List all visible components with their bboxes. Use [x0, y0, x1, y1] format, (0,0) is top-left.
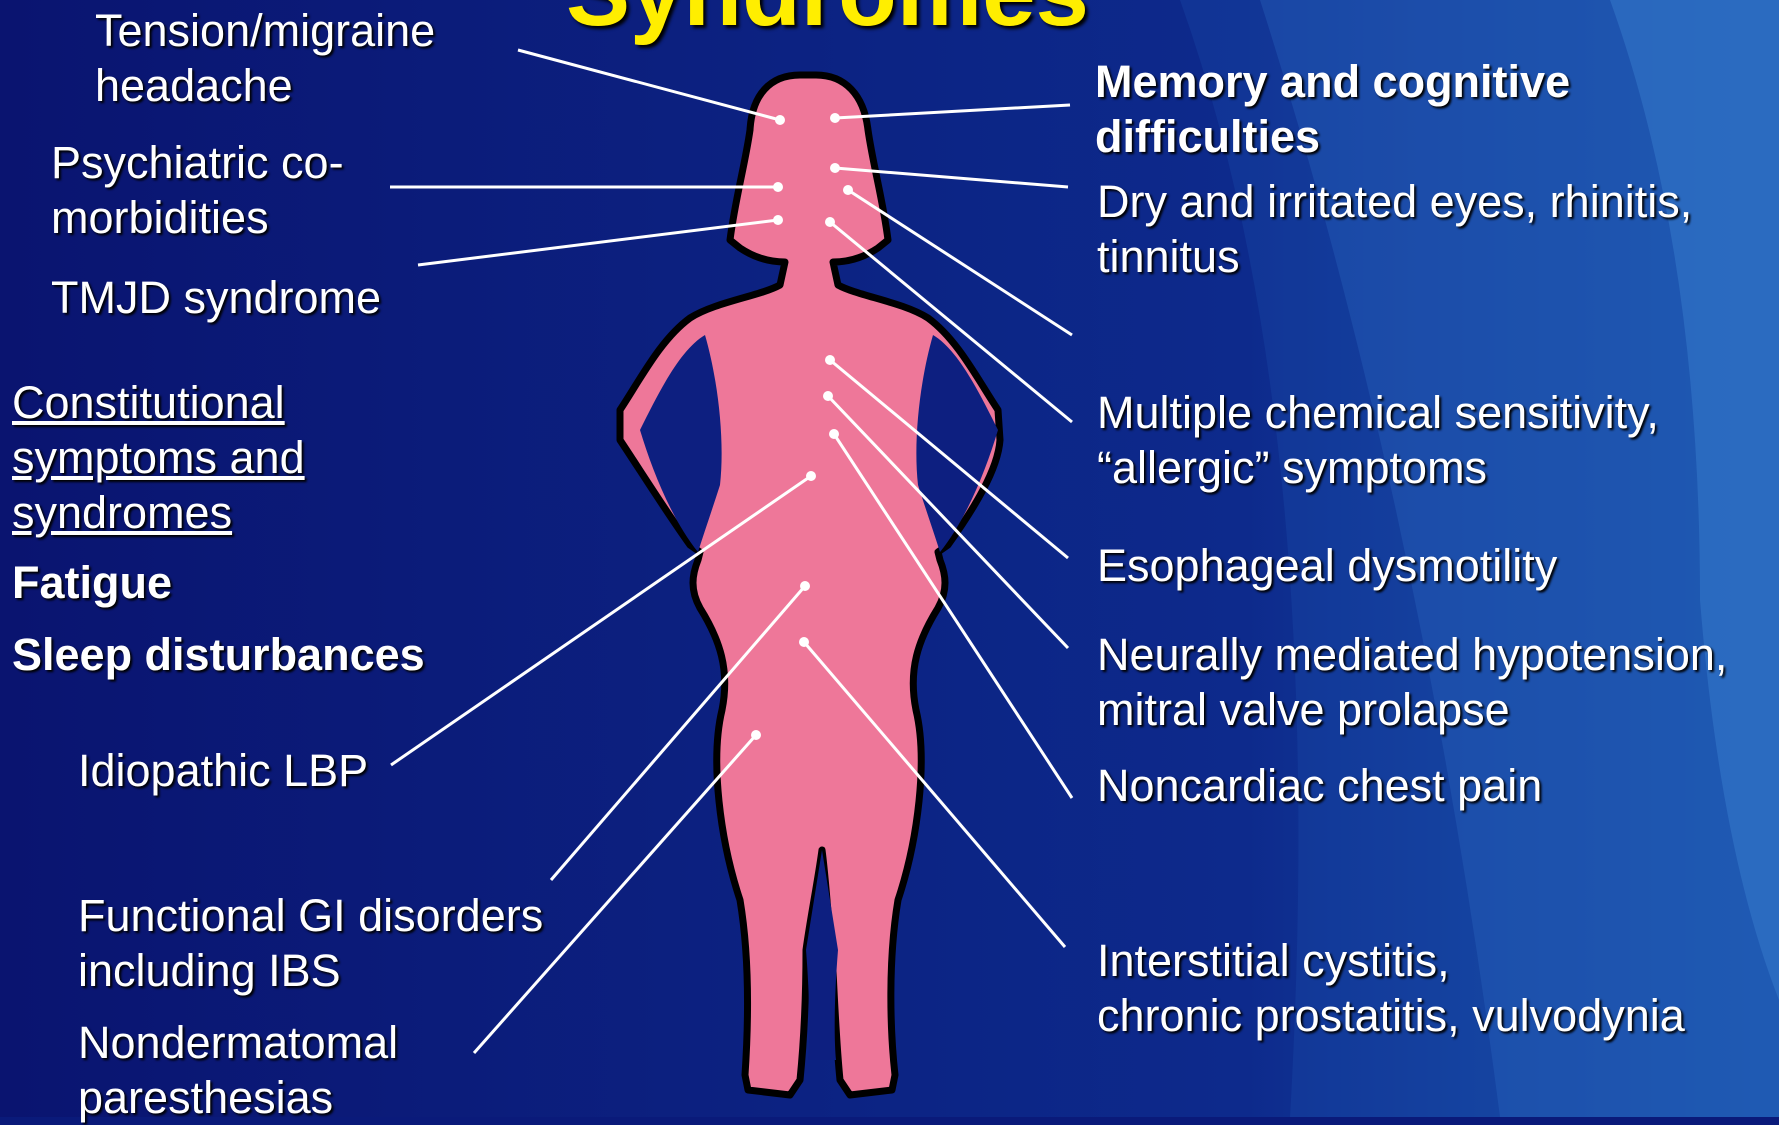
label-line: Dry and irritated eyes, rhinitis, [1097, 174, 1692, 229]
label-line: Idiopathic LBP [78, 743, 368, 798]
label-noncardiac-chest-pain: Noncardiac chest pain [1097, 758, 1542, 813]
label-line: Functional GI disorders [78, 888, 543, 943]
label-memory-cognitive: Memory and cognitive difficulties [1095, 54, 1570, 164]
label-line: Fatigue [12, 555, 172, 610]
label-line: symptoms and [12, 430, 305, 485]
label-line: difficulties [1095, 109, 1570, 164]
label-interstitial-cystitis: Interstitial cystitis, chronic prostatit… [1097, 933, 1685, 1043]
label-line: Multiple chemical sensitivity, [1097, 385, 1659, 440]
female-body-silhouette-icon [620, 75, 1000, 1095]
label-line: Interstitial cystitis, [1097, 933, 1685, 988]
label-line: Neurally mediated hypotension, [1097, 627, 1727, 682]
label-line: Nondermatomal [78, 1015, 398, 1070]
label-dry-eyes-rhinitis: Dry and irritated eyes, rhinitis, tinnit… [1097, 174, 1692, 284]
label-line: chronic prostatitis, vulvodynia [1097, 988, 1685, 1043]
label-line: morbidities [51, 190, 344, 245]
label-tmjd-syndrome: TMJD syndrome [51, 270, 381, 325]
label-idiopathic-lbp: Idiopathic LBP [78, 743, 368, 798]
label-line: Psychiatric co- [51, 135, 344, 190]
label-line: tinnitus [1097, 229, 1692, 284]
label-sleep-disturbances: Sleep disturbances [12, 627, 425, 682]
heading-constitutional-symptoms: Constitutional symptoms and syndromes [12, 375, 305, 540]
label-multiple-chemical-sensitivity: Multiple chemical sensitivity, “allergic… [1097, 385, 1659, 495]
label-line: Noncardiac chest pain [1097, 758, 1542, 813]
label-tension-migraine-headache: Tension/migraine headache [95, 3, 435, 113]
label-functional-gi-disorders: Functional GI disorders including IBS [78, 888, 543, 998]
label-line: “allergic” symptoms [1097, 440, 1659, 495]
label-line: headache [95, 58, 435, 113]
label-line: Tension/migraine [95, 3, 435, 58]
label-line: Constitutional [12, 375, 305, 430]
label-line: Memory and cognitive [1095, 54, 1570, 109]
label-line: TMJD syndrome [51, 270, 381, 325]
label-line: Esophageal dysmotility [1097, 538, 1557, 593]
label-line: syndromes [12, 485, 305, 540]
label-neurally-mediated-hypotension: Neurally mediated hypotension, mitral va… [1097, 627, 1727, 737]
label-nondermatomal-paresthesias: Nondermatomal paresthesias [78, 1015, 398, 1125]
label-fatigue: Fatigue [12, 555, 172, 610]
label-psychiatric-comorbidities: Psychiatric co- morbidities [51, 135, 344, 245]
label-line: including IBS [78, 943, 543, 998]
label-esophageal-dysmotility: Esophageal dysmotility [1097, 538, 1557, 593]
label-line: mitral valve prolapse [1097, 682, 1727, 737]
label-line: Sleep disturbances [12, 627, 425, 682]
